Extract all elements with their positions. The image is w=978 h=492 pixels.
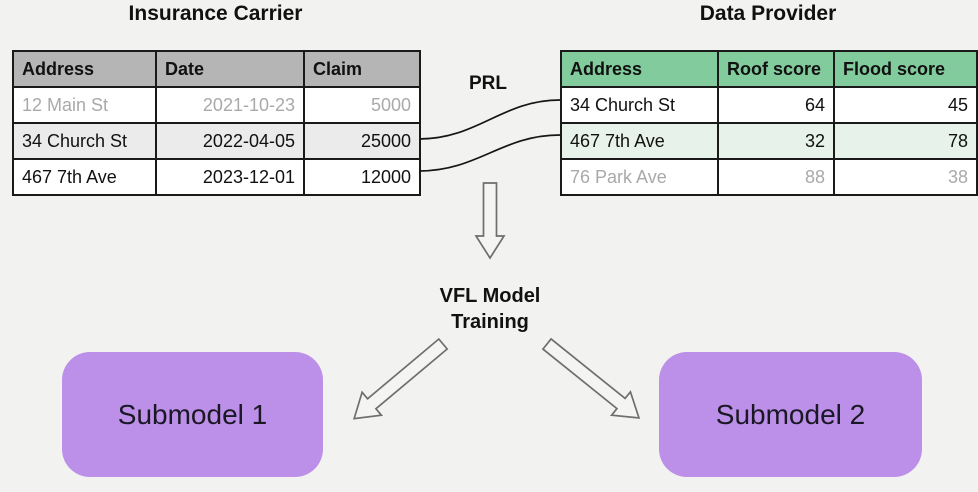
table-row: 76 Park Ave 88 38 xyxy=(560,158,978,196)
cell-date: 2023-12-01 xyxy=(155,158,305,196)
prl-label: PRL xyxy=(469,73,507,94)
cell-address: 467 7th Ave xyxy=(560,122,719,160)
left-diagonal-arrow-icon xyxy=(352,337,449,420)
cell-address: 34 Church St xyxy=(560,86,719,124)
cell-flood-score: 78 xyxy=(833,122,978,160)
match-line-1 xyxy=(418,99,561,140)
cell-flood-score: 45 xyxy=(833,86,978,124)
cell-address: 12 Main St xyxy=(12,86,157,124)
table-header-row: Address Date Claim xyxy=(12,50,421,88)
down-arrow-icon xyxy=(474,182,506,260)
table-row: 34 Church St 2022-04-05 25000 xyxy=(12,122,421,160)
table-row: 467 7th Ave 32 78 xyxy=(560,122,978,160)
insurance-carrier-table: Address Date Claim 12 Main St 2021-10-23… xyxy=(12,50,421,196)
vfl-label-line1: VFL Model xyxy=(439,285,541,307)
table-row: 12 Main St 2021-10-23 5000 xyxy=(12,86,421,124)
header-cell-address: Address xyxy=(12,50,157,88)
header-cell-claim: Claim xyxy=(303,50,421,88)
vfl-label-line2: Training xyxy=(451,311,529,333)
cell-address: 467 7th Ave xyxy=(12,158,157,196)
cell-roof-score: 88 xyxy=(717,158,835,196)
table-row: 34 Church St 64 45 xyxy=(560,86,978,124)
data-provider-table: Address Roof score Flood score 34 Church… xyxy=(560,50,978,196)
cell-roof-score: 32 xyxy=(717,122,835,160)
header-cell-date: Date xyxy=(155,50,305,88)
header-cell-roof-score: Roof score xyxy=(717,50,835,88)
submodel-2-box: Submodel 2 xyxy=(659,352,922,477)
data-provider-title: Data Provider xyxy=(699,2,837,25)
submodel-2-label: Submodel 2 xyxy=(715,398,866,430)
header-cell-flood-score: Flood score xyxy=(833,50,978,88)
table-row: 467 7th Ave 2023-12-01 12000 xyxy=(12,158,421,196)
submodel-1-box: Submodel 1 xyxy=(62,352,323,477)
cell-date: 2021-10-23 xyxy=(155,86,305,124)
cell-claim: 25000 xyxy=(303,122,421,160)
cell-roof-score: 64 xyxy=(717,86,835,124)
match-line-2 xyxy=(418,134,561,172)
right-diagonal-arrow-icon xyxy=(541,337,641,419)
cell-date: 2022-04-05 xyxy=(155,122,305,160)
cell-address: 76 Park Ave xyxy=(560,158,719,196)
cell-address: 34 Church St xyxy=(12,122,157,160)
cell-flood-score: 38 xyxy=(833,158,978,196)
cell-claim: 5000 xyxy=(303,86,421,124)
insurance-carrier-title: Insurance Carrier xyxy=(128,2,303,25)
vfl-model-training-label: VFL Model Training xyxy=(400,283,580,335)
submodel-1-label: Submodel 1 xyxy=(117,398,268,430)
table-header-row: Address Roof score Flood score xyxy=(560,50,978,88)
header-cell-address: Address xyxy=(560,50,719,88)
cell-claim: 12000 xyxy=(303,158,421,196)
